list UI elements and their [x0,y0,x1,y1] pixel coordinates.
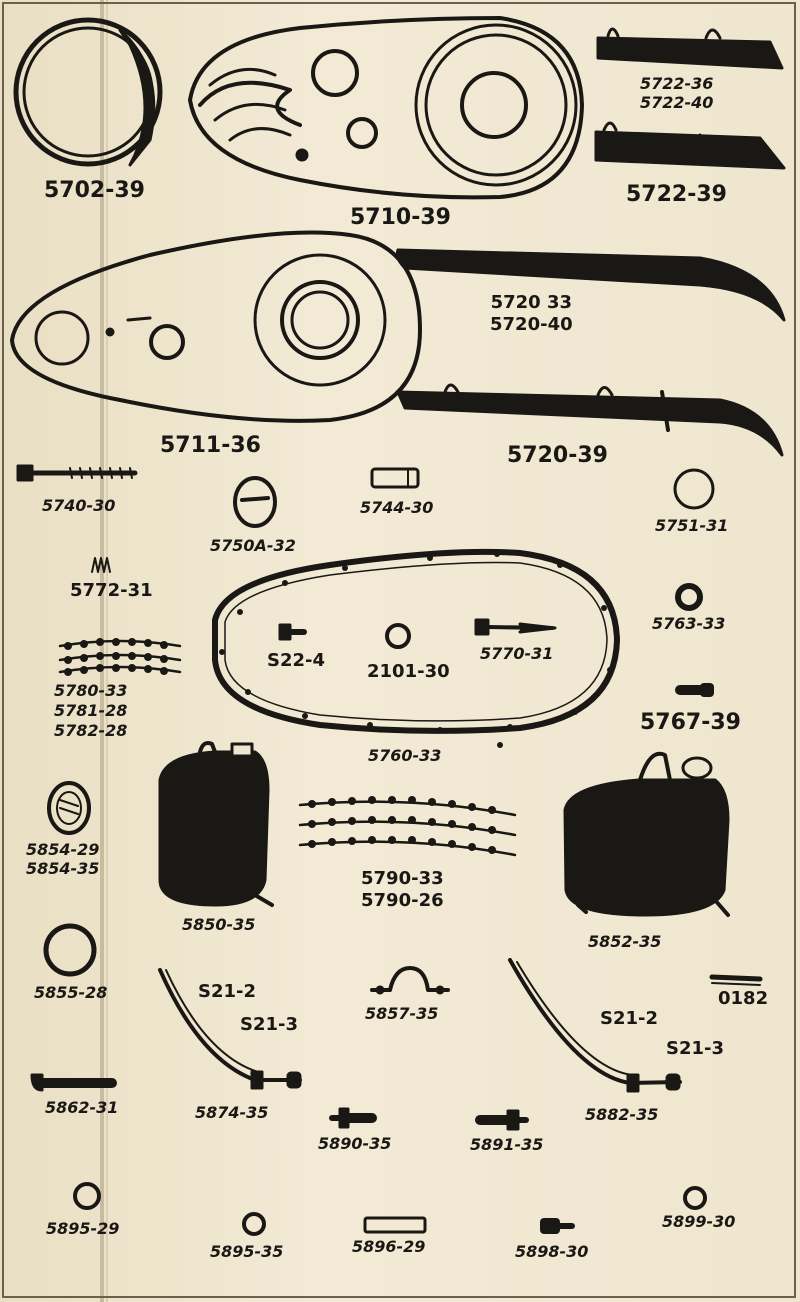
part-label-5854-29: 5854-29 [26,840,100,859]
fitting-5890-35-illustration [329,1107,377,1129]
cover-5711-36-illustration [10,230,422,423]
chain-guard-5720-33-illustration [395,248,786,322]
nut-2101-30-illustration [385,623,411,649]
part-label-5862-31: 5862-31 [45,1098,119,1117]
part-label-s21-2-right: S21-2 [600,1008,659,1029]
ring-5855-28-illustration [43,923,97,977]
cap-5898-30-illustration [540,1218,575,1234]
bolt-5740-30-illustration [16,464,138,482]
part-label-5891-35: 5891-35 [470,1135,544,1154]
part-label-5720-33: 5720 33 [490,292,573,313]
part-label-5882-35: 5882-35 [585,1105,659,1124]
part-label-0182: 0182 [718,988,769,1009]
part-label-5722-40: 5722-40 [640,93,714,112]
part-label-5770-31: 5770-31 [480,644,554,663]
part-label-5857-35: 5857-35 [365,1004,439,1023]
part-label-5781-28: 5781-28 [54,701,128,720]
part-label-5790-26: 5790-26 [361,890,444,911]
ring-5751-31-illustration [673,468,715,510]
part-label-5751-31: 5751-31 [655,516,729,535]
part-label-5898-30: 5898-30 [515,1242,589,1261]
part-label-5702-39: 5702-39 [44,178,145,203]
cap-5750a-32-illustration [233,476,277,528]
part-label-5780-33: 5780-33 [54,681,128,700]
part-label-5722-36: 5722-36 [640,74,714,93]
part-label-5895-35: 5895-35 [210,1242,284,1261]
tank-5850-35-illustration [158,741,274,907]
part-label-5874-35: 5874-35 [195,1103,269,1122]
cap-5854-illustration [47,781,91,835]
ring-5895-29-illustration [73,1182,101,1210]
part-label-5710-39: 5710-39 [350,205,451,230]
gasket-5760-33-illustration [212,548,620,748]
chain-cover-5710-39-illustration [188,16,584,200]
part-label-2101-30: 2101-30 [367,661,450,682]
part-label-5750a-32: 5750A-32 [210,536,296,555]
bolt-5862-31-illustration [30,1073,117,1092]
part-label-5720-40: 5720-40 [490,314,573,335]
part-label-5850-35: 5850-35 [182,915,256,934]
page-fold-shadow [106,0,108,1302]
part-label-5767-39: 5767-39 [640,710,741,735]
pipe-5882-35-illustration [508,958,682,1093]
chain-5790-illustration [298,796,517,857]
part-label-5854-35: 5854-35 [26,859,100,878]
chain-5780-33-illustration [58,638,182,676]
part-label-s21-3-left: S21-3 [240,1014,299,1035]
part-label-5790-33: 5790-33 [361,868,444,889]
pipe-5874-35-illustration [158,968,302,1090]
part-label-5722-39: 5722-39 [626,182,727,207]
part-label-5852-35: 5852-35 [588,932,662,951]
chain-guard-5720-39-illustration [396,383,784,457]
tank-5852-35-illustration [563,751,730,917]
ring-5895-35-illustration [242,1212,266,1236]
part-label-5899-30: 5899-30 [662,1212,736,1231]
cover-5702-39-illustration [13,17,163,167]
strap-5857-35-illustration [370,966,450,995]
screw-s22-4-illustration [278,623,307,641]
spring-5772-31-illustration [91,557,111,573]
part-label-5711-36: 5711-36 [160,433,261,458]
part-label-s21-2-left: S21-2 [198,981,257,1002]
screw-5770-31-illustration [474,618,557,636]
pin-0182-illustration [709,974,763,986]
fitting-5891-35-illustration [475,1109,529,1131]
part-label-5890-35: 5890-35 [318,1134,392,1153]
part-label-s21-3-right: S21-3 [666,1038,725,1059]
screw-5767-39-illustration [675,683,714,697]
part-label-s22-4: S22-4 [267,650,326,671]
part-label-5896-29: 5896-29 [352,1237,426,1256]
ring-5899-30-illustration [683,1186,707,1210]
part-label-5740-30: 5740-30 [42,496,116,515]
part-label-5720-39: 5720-39 [507,443,608,468]
sleeve-5744-30-illustration [370,467,420,489]
washer-5763-33-illustration [675,583,703,611]
part-label-5895-29: 5895-29 [46,1219,120,1238]
part-label-5763-33: 5763-33 [652,614,726,633]
part-label-5855-28: 5855-28 [34,983,108,1002]
guard-5722-39-illustration [594,121,786,170]
part-label-5782-28: 5782-28 [54,721,128,740]
page-fold-crease [100,0,104,1302]
part-label-5744-30: 5744-30 [360,498,434,517]
sleeve-5896-29-illustration [363,1216,427,1234]
guard-5722-36-illustration [596,27,784,70]
part-label-5772-31: 5772-31 [70,580,153,601]
part-label-5760-33: 5760-33 [368,746,442,765]
